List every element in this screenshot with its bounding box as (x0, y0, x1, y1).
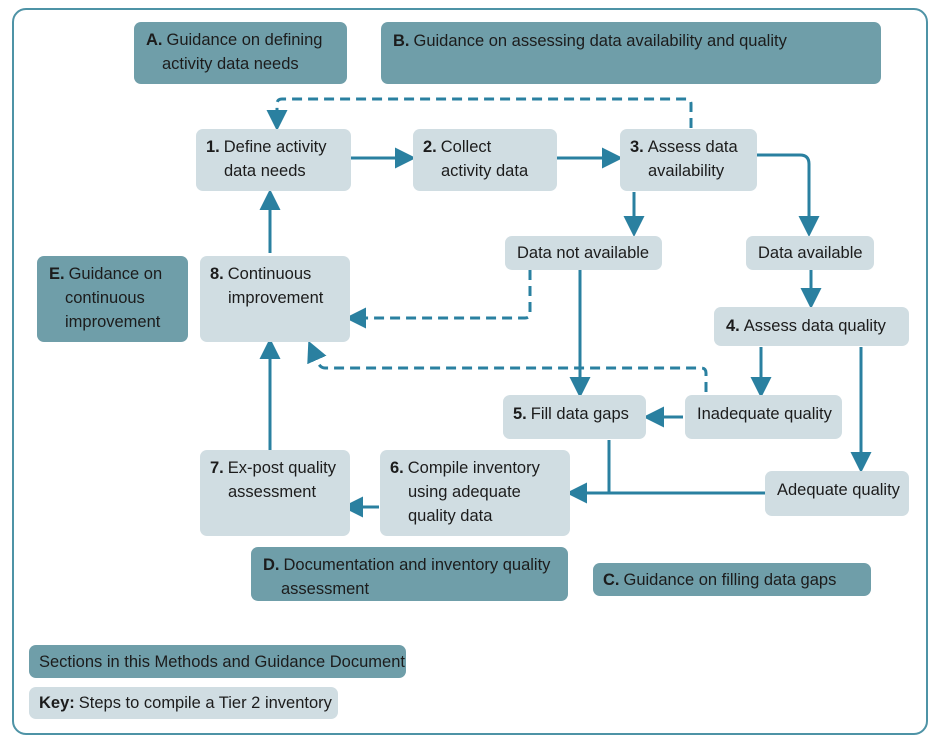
legend-key: Key:Steps to compile a Tier 2 inventory (29, 687, 338, 719)
step-4-num: 4. (726, 317, 740, 335)
step-6: 6.Compile inventory using adequate quali… (380, 450, 570, 536)
step-7-line1: Ex-post quality (227, 459, 336, 477)
guidance-a: A.Guidance on defining activity data nee… (134, 22, 347, 84)
arrow-5-to-6 (566, 440, 611, 504)
legend-sections: Sections in this Methods and Guidance Do… (29, 645, 406, 678)
guidance-d-letter: D. (263, 556, 280, 574)
step-5-num: 5. (513, 405, 527, 423)
label-data-not-available: Data not available (505, 236, 662, 270)
step-8-line2: improvement (228, 289, 324, 307)
step-2-num: 2. (423, 138, 437, 156)
step-5: 5.Fill data gaps (503, 395, 646, 439)
label-adequate-quality: Adequate quality (765, 471, 909, 516)
guidance-b: B.Guidance on assessing data availabilit… (381, 22, 881, 84)
guidance-c-letter: C. (603, 571, 620, 589)
step-8-num: 8. (210, 265, 224, 283)
guidance-a-line2: activity data needs (162, 55, 299, 73)
step-8: 8.Continuous improvement (200, 256, 350, 342)
step-8-line1: Continuous (227, 265, 312, 283)
step-6-line2: using adequate (408, 483, 521, 501)
guidance-d-line2: assessment (281, 580, 370, 598)
step-3: 3.Assess data availability (620, 129, 757, 191)
step-7-line2: assessment (228, 483, 317, 501)
dashed-arrow-3-to-1 (266, 97, 693, 131)
guidance-e-letter: E. (49, 265, 65, 283)
label-data-available: Data available (746, 236, 874, 270)
step-1-line2: data needs (224, 162, 306, 180)
step-2-line2: activity data (441, 162, 529, 180)
step-3-line1: Assess data (647, 138, 738, 156)
guidance-e-line2: continuous (65, 289, 145, 307)
dashed-arrow-inadequate-to-8 (307, 340, 708, 392)
dashed-arrow-not-available-to-8 (345, 270, 532, 329)
step-6-line3: quality data (408, 507, 493, 525)
step-4: 4.Assess data quality (714, 307, 909, 346)
guidance-e-line1: Guidance on (68, 265, 163, 283)
guidance-a-line1: Guidance on defining (166, 31, 323, 49)
step-1: 1.Define activity data needs (196, 129, 351, 191)
legend-key-prefix: Key: (39, 694, 75, 712)
step-7-num: 7. (210, 459, 224, 477)
diagram-frame (12, 8, 928, 735)
step-2: 2.Collect activity data (413, 129, 557, 191)
step-3-num: 3. (630, 138, 644, 156)
guidance-b-line1: Guidance on assessing data availability … (413, 32, 787, 50)
step-3-line2: availability (648, 162, 725, 180)
step-6-num: 6. (390, 459, 404, 477)
guidance-d-line1: Documentation and inventory quality (283, 556, 551, 574)
guidance-d: D.Documentation and inventory quality as… (251, 547, 568, 601)
step-2-line1: Collect (440, 138, 492, 156)
step-1-line1: Define activity (223, 138, 327, 156)
step-1-num: 1. (206, 138, 220, 156)
guidance-c: C.Guidance on filling data gaps (593, 563, 871, 596)
guidance-c-line1: Guidance on filling data gaps (623, 571, 837, 589)
step-5-line1: Fill data gaps (530, 405, 629, 423)
step-7: 7.Ex-post quality assessment (200, 450, 350, 536)
legend-key-text: Steps to compile a Tier 2 inventory (78, 694, 332, 712)
guidance-b-letter: B. (393, 32, 410, 50)
guidance-e: E.Guidance on continuous improvement (37, 256, 188, 342)
guidance-e-line3: improvement (65, 313, 161, 331)
step-4-line1: Assess data quality (743, 317, 886, 335)
label-inadequate-quality: Inadequate quality (685, 395, 842, 439)
step-6-line1: Compile inventory (407, 459, 540, 477)
guidance-a-letter: A. (146, 31, 163, 49)
arrow-3-to-available (757, 153, 820, 237)
